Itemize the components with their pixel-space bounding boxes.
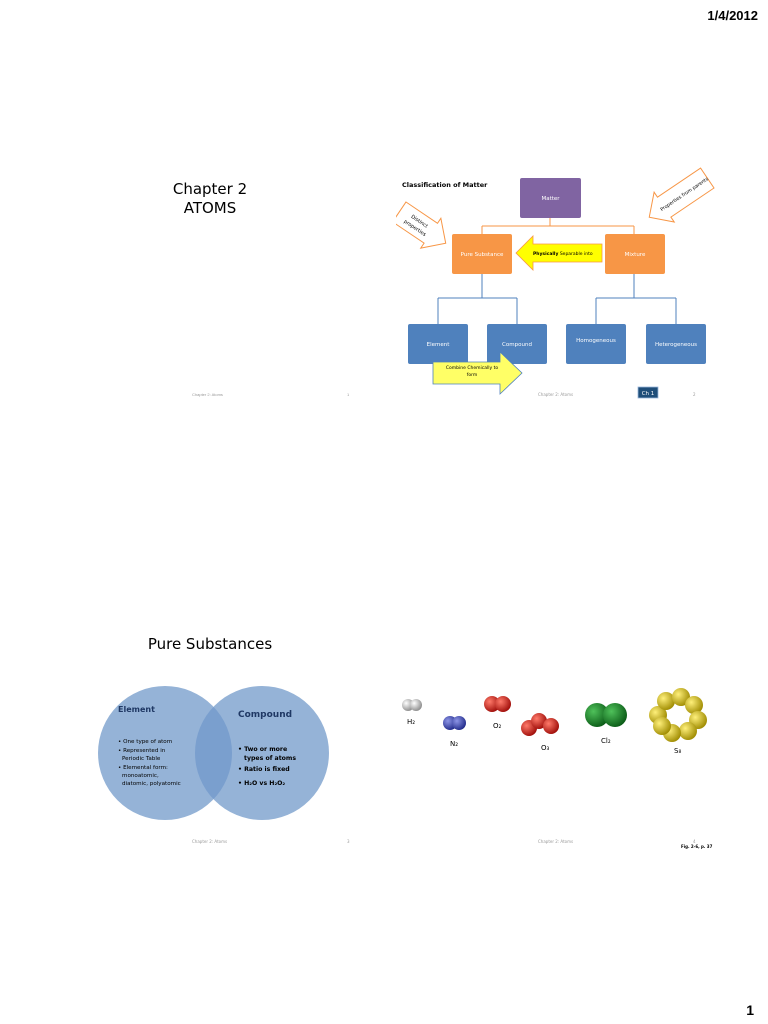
compound-bullet-2: • Ratio is fixed (238, 766, 290, 773)
slide-2: Classification of Matter Matter Pure Sub… (391, 160, 716, 400)
pure-substance-box (452, 234, 512, 274)
parents-callout: Properties from parents (648, 167, 715, 223)
s8-label: S₈ (674, 747, 681, 755)
n2-label: N₂ (450, 740, 458, 748)
h2-label: H₂ (407, 718, 415, 726)
element-circle (98, 686, 232, 820)
slide-3: Pure Substances Element • One type of at… (50, 625, 370, 865)
heterogeneous-label: Heterogeneous (655, 342, 697, 348)
n2-molecule (443, 716, 466, 730)
cl2-molecule (585, 703, 627, 727)
element-bullet-3: • Elemental form: (118, 765, 168, 771)
compound-bullet-3: • H₂O vs H₂O₂ (238, 780, 285, 787)
venn-diagram: Element • One type of atom • Represented… (98, 686, 350, 844)
slide-1-number: 1 (347, 392, 350, 397)
element-bullet-2: • Represented in (118, 748, 166, 754)
element-bullet-3-cont-2: diatomic, polyatomic (122, 781, 181, 787)
slide-3-number: 3 (347, 839, 350, 844)
heterogeneous-box (646, 324, 706, 364)
venn-compound-title: Compound (238, 710, 292, 720)
page-date: 1/4/2012 (707, 8, 758, 23)
element-bullet-3-cont: monoatomic, (122, 773, 159, 779)
page-number: 1 (746, 1002, 754, 1018)
compound-bullet-1: • Two or more (238, 746, 287, 753)
element-label: Element (427, 342, 451, 348)
compound-bullet-1-cont: types of atoms (244, 755, 296, 762)
s8-molecule (649, 688, 707, 742)
orange-connectors (481, 218, 635, 234)
element-bullet-2-cont: Periodic Table (122, 756, 161, 762)
element-box (408, 324, 468, 364)
homogeneous-box (566, 324, 626, 364)
slide-4-footer: Chapter 2: Atoms (538, 839, 573, 844)
combine-line-1: Combine Chemically to (446, 365, 498, 371)
slide-2-number: 2 (693, 392, 696, 397)
slide-3-title: Pure Substances (147, 635, 273, 653)
o2-label: O₂ (493, 722, 502, 730)
slide-2-footer: Chapter 2: Atoms (538, 392, 573, 397)
element-bullet-list: • One type of atom • Represented in Peri… (118, 739, 181, 787)
compound-label: Compound (502, 342, 532, 348)
slide-1-title: Chapter 2 ATOMS (50, 180, 370, 218)
ch1-badge[interactable] (637, 386, 659, 399)
molecule-figure: H₂ N₂ O₂ O₃ Cl₂ (402, 688, 713, 849)
slide-3-footer: Chapter 2: Atoms (192, 839, 227, 844)
cl2-label: Cl₂ (601, 737, 611, 745)
compound-circle (195, 686, 329, 820)
o3-label: O₃ (541, 744, 550, 752)
parents-arrow-shape (648, 167, 715, 223)
compound-bullet-list: • Two or more types of atoms • Ratio is … (238, 746, 296, 787)
slide-1: Chapter 2 ATOMS Chapter 2: Atoms 1 (50, 160, 370, 400)
classification-diagram: Classification of Matter Matter Pure Sub… (391, 167, 715, 399)
title-line-1: Chapter 2 (172, 180, 248, 198)
mixture-box (605, 234, 665, 274)
distinct-callout: Distinct properties (391, 201, 447, 249)
blue-connectors (437, 274, 677, 324)
title-line-2: ATOMS (183, 199, 237, 217)
homogeneous-label: Homogeneous (576, 338, 616, 344)
combine-arrow (432, 351, 523, 395)
separable-text: Physically Separable into (533, 251, 593, 257)
o3-molecule (521, 713, 559, 736)
element-bullet-1: • One type of atom (118, 739, 172, 745)
ch1-badge-label: Ch 1 (642, 391, 655, 397)
slide-4-number: 4 (693, 839, 696, 844)
separable-arrow (515, 235, 603, 271)
figure-caption: Fig. 2-6, p. 37 (681, 844, 713, 849)
distinct-arrow-shape (391, 201, 447, 249)
slide-4: H₂ N₂ O₂ O₃ Cl₂ (396, 625, 716, 865)
h2-molecule (402, 699, 422, 711)
o2-molecule (484, 696, 511, 712)
matter-box (520, 178, 581, 218)
venn-element-title: Element (118, 705, 155, 714)
pure-substance-label: Pure Substance (461, 252, 504, 258)
matter-label: Matter (541, 196, 560, 202)
slide-1-footer: Chapter 2: Atoms (192, 392, 223, 397)
combine-line-2: form (467, 372, 478, 378)
mixture-label: Mixture (625, 252, 646, 258)
diagram-title: Classification of Matter (402, 181, 488, 189)
